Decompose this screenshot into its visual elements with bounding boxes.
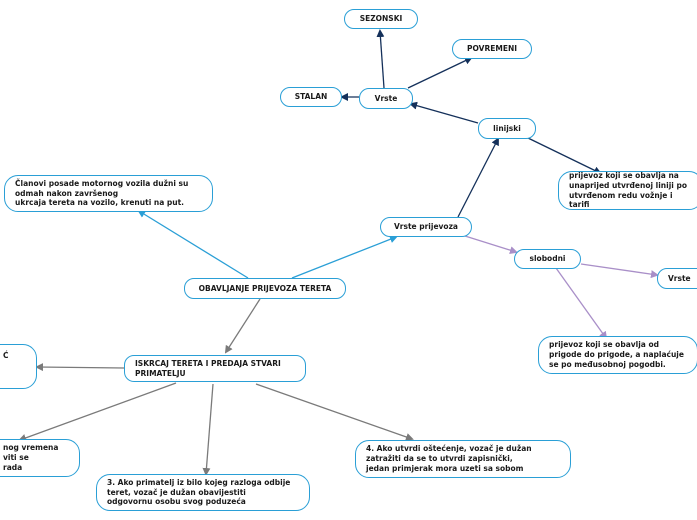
- cut-left-bottom-node[interactable]: nog vremena viti se rada: [0, 439, 80, 477]
- link-slobodni-desc: [555, 267, 608, 340]
- link-vrste-prijevoza-linijski: [457, 137, 499, 218]
- cut-left-top-node[interactable]: Ć: [0, 344, 37, 389]
- item4-node[interactable]: 4. Ako utvrdi oštećenje, vozač je dužan …: [355, 440, 571, 478]
- vrste-node[interactable]: Vrste: [359, 88, 413, 109]
- item3-node[interactable]: 3. Ako primatelj iz bilo kojeg razloga o…: [96, 474, 310, 511]
- link-root-iskrcaj: [224, 298, 261, 354]
- povremeni-node[interactable]: POVREMENI: [452, 39, 532, 59]
- link-slobodni-vrste: [580, 263, 659, 279]
- vrste-prijevoza-node[interactable]: Vrste prijevoza: [380, 217, 472, 237]
- link-iskrcaj-item3: [202, 383, 214, 476]
- linijski-node[interactable]: linijski: [478, 118, 536, 139]
- linijski-desc-node[interactable]: prijevoz koji se obavlja na unaprijed ut…: [558, 171, 697, 210]
- link-iskrcaj-left-top: [35, 363, 125, 372]
- link-iskrcaj-left-bottom: [18, 382, 177, 442]
- link-vrste-povremeni: [407, 56, 473, 89]
- sezonski-node[interactable]: SEZONSKI: [344, 9, 418, 29]
- link-root-clanovi: [137, 209, 249, 279]
- link-linijski-desc: [527, 137, 602, 174]
- slobodni-desc-node[interactable]: prijevoz koji se obavlja od prigode do p…: [538, 336, 697, 374]
- clanovi-posade-node[interactable]: Članovi posade motornog vozila dužni su …: [4, 175, 213, 212]
- link-linijski-vrste: [409, 101, 479, 124]
- link-vrste-prijevoza-slobodni: [464, 235, 518, 255]
- link-iskrcaj-item4: [255, 383, 414, 441]
- stalan-node[interactable]: STALAN: [280, 87, 342, 107]
- slobodni-node[interactable]: slobodni: [514, 249, 581, 269]
- link-vrste-sezonski: [376, 29, 385, 89]
- link-root-vrste-prijevoza: [291, 235, 398, 279]
- iskrcaj-node[interactable]: ISKRCAJ TERETA I PREDAJA STVARI PRIMATEL…: [124, 355, 306, 382]
- slobodni-vrste-node[interactable]: Vrste: [657, 268, 697, 289]
- root-node[interactable]: OBAVLJANJE PRIJEVOZA TERETA: [184, 278, 346, 299]
